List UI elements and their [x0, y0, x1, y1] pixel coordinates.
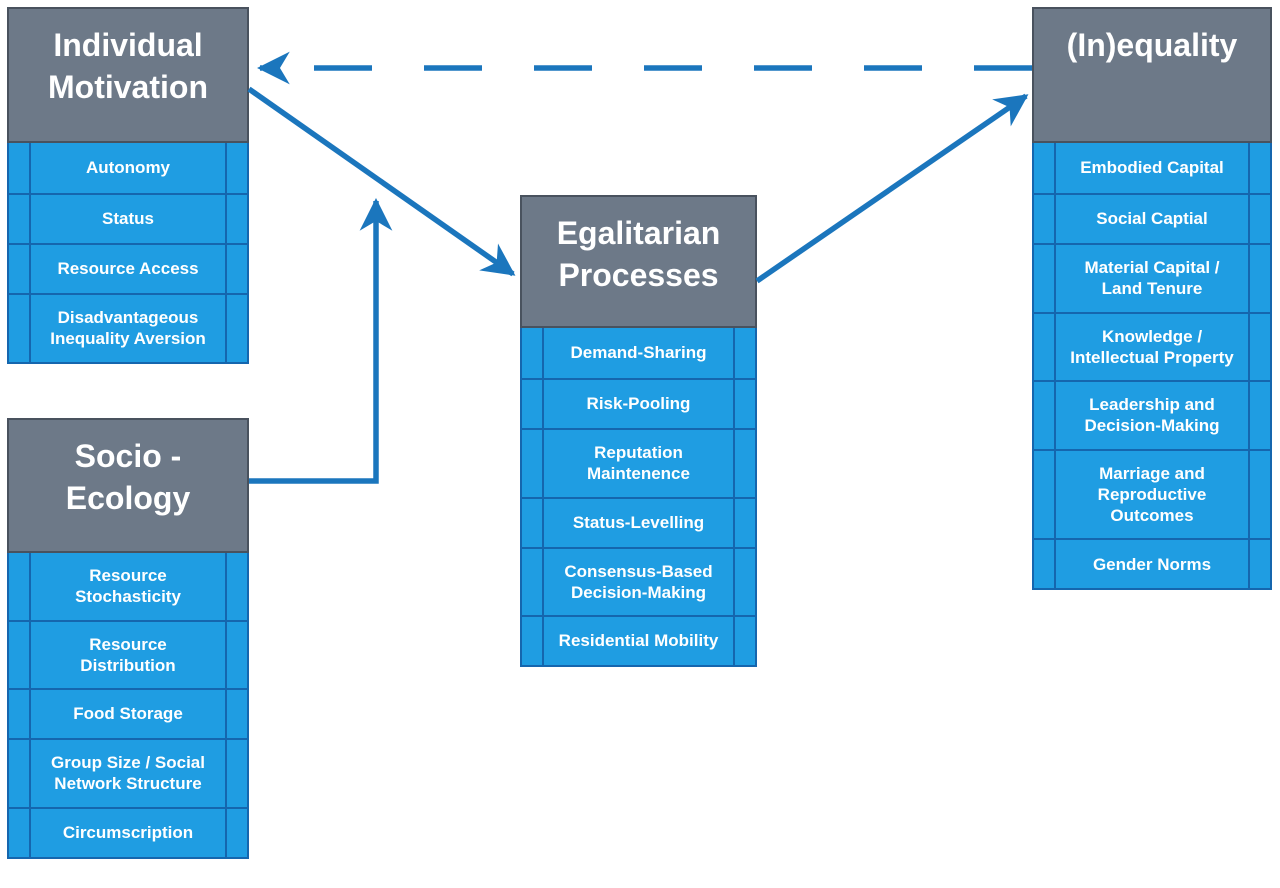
list-item-label: Food Storage [73, 704, 183, 724]
list-item: Reputation Maintenence [522, 428, 755, 497]
list-item: Status-Levelling [522, 496, 755, 547]
list-item: Disadvantageous Inequality Aversion [9, 293, 247, 362]
list-item: Resource Access [9, 243, 247, 293]
box-inequality-title: (In)equality [1032, 7, 1272, 143]
list-item: Social Captial [1034, 193, 1270, 243]
list-item: Consensus-Based Decision-Making [522, 546, 755, 616]
list-item-label: Resource Access [57, 259, 199, 279]
list-item: Material Capital / Land Tenure [1034, 243, 1270, 312]
list-item: Status [9, 193, 247, 243]
list-item: Autonomy [9, 143, 247, 193]
list-item: Circumscription [9, 806, 247, 857]
list-item: Embodied Capital [1034, 143, 1270, 193]
list-item-label: Circumscription [62, 822, 194, 842]
list-item-label: Demand-Sharing [570, 343, 707, 363]
list-item-label: Gender Norms [1092, 554, 1212, 574]
arrow-individual-motivation-to-egalitarian-processes [247, 86, 516, 277]
box-individual-motivation-title: Individual Motivation [7, 7, 249, 143]
list-item: Knowledge / Intellectual Property [1034, 311, 1270, 381]
list-item: Group Size / Social Network Structure [9, 738, 247, 807]
list-item-label: Group Size / Social Network Structure [51, 753, 205, 794]
list-item-label: Social Captial [1096, 209, 1208, 229]
list-item-label: Embodied Capital [1080, 158, 1224, 178]
list-item: Marriage and Reproductive Outcomes [1034, 448, 1270, 539]
list-item-label: Status [102, 209, 154, 229]
list-item: Resource Distribution [9, 619, 247, 689]
box-egalitarian-processes-title: Egalitarian Processes [520, 195, 757, 328]
list-item: Resource Stochasticity [9, 553, 247, 620]
list-item-label: Resource Distribution [80, 634, 176, 675]
box-socio-ecology-title: Socio - Ecology [7, 418, 249, 553]
arrow-egalitarian-processes-to-inequality [755, 93, 1029, 284]
list-item-label: Consensus-Based Decision-Making [564, 561, 713, 602]
list-item: Food Storage [9, 688, 247, 738]
list-item-label: Disadvantageous Inequality Aversion [50, 308, 206, 349]
list-item: Gender Norms [1034, 538, 1270, 589]
list-item: Demand-Sharing [522, 328, 755, 378]
list-item-label: Residential Mobility [558, 631, 719, 651]
list-item-label: Leadership and Decision-Making [1084, 395, 1220, 436]
list-item-label: Status-Levelling [572, 512, 705, 532]
list-item-label: Risk-Pooling [586, 394, 691, 414]
list-item-label: Reputation Maintenence [587, 443, 690, 484]
arrow-socio-ecology-elbow [249, 198, 393, 484]
list-item-label: Marriage and Reproductive Outcomes [1097, 463, 1207, 526]
list-item: Risk-Pooling [522, 378, 755, 428]
list-item-label: Resource Stochasticity [75, 566, 181, 607]
list-item-label: Material Capital / Land Tenure [1084, 258, 1220, 299]
list-item-label: Autonomy [85, 158, 171, 178]
list-item: Leadership and Decision-Making [1034, 380, 1270, 449]
list-item-label: Knowledge / Intellectual Property [1070, 326, 1234, 367]
list-item: Residential Mobility [522, 615, 755, 665]
